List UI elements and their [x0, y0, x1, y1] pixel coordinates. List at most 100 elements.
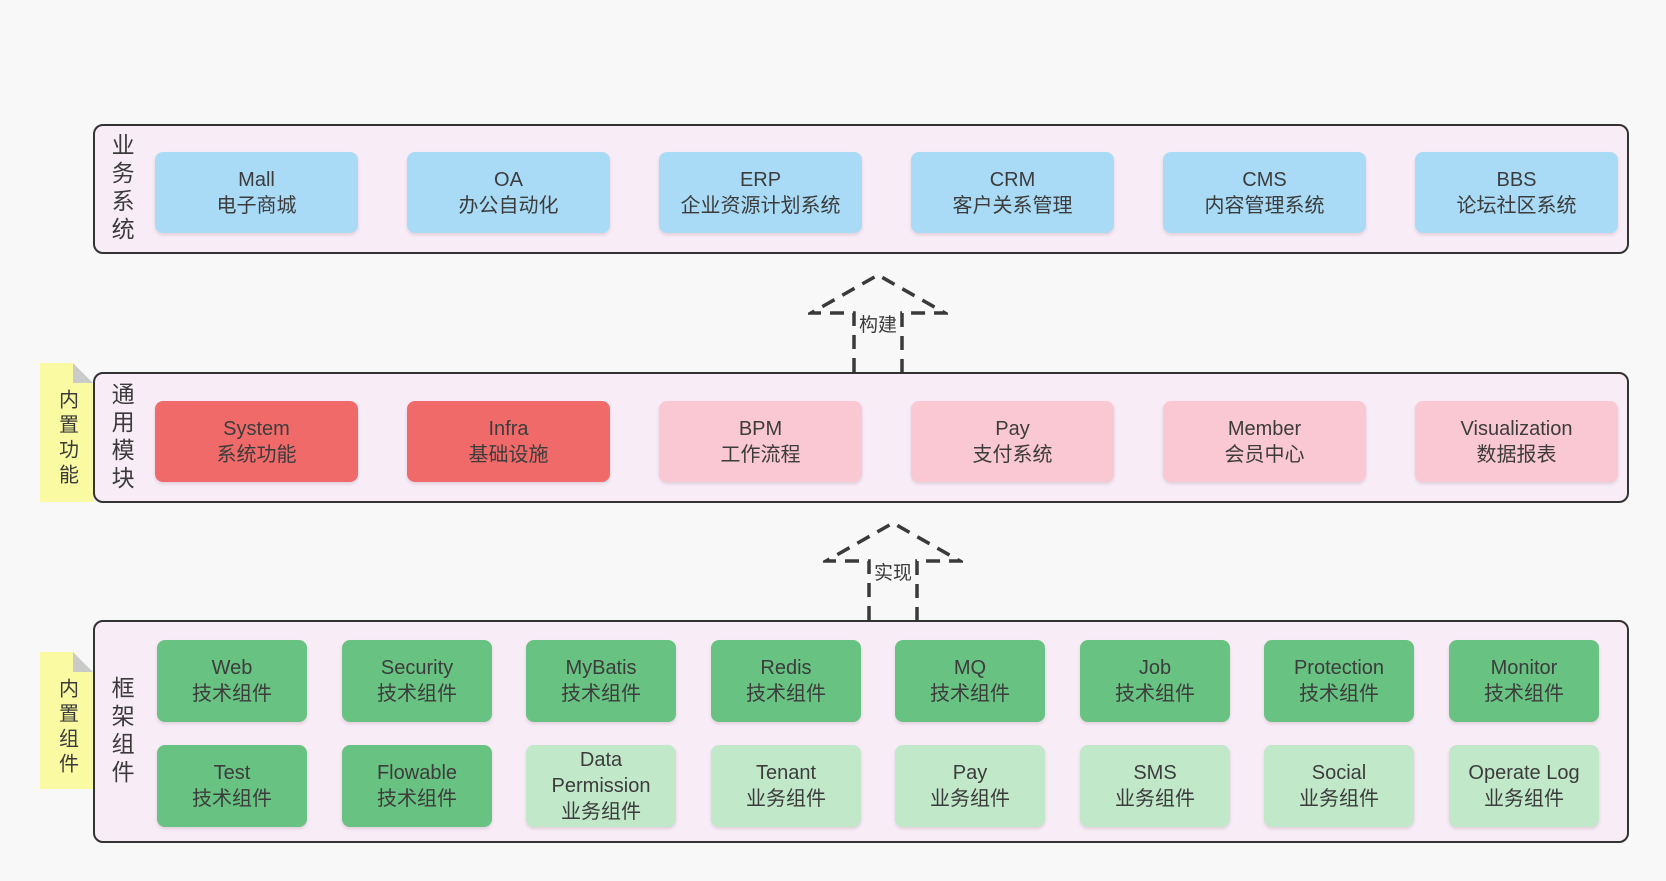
sticky-note-text: 内置功能 [55, 389, 78, 489]
box-title: Mall [238, 168, 275, 191]
box-subtitle: 工作流程 [720, 443, 801, 466]
box-title: Pay [952, 762, 988, 784]
box-title: MyBatis [565, 657, 637, 679]
box-title: Data Permission [551, 749, 651, 797]
box-subtitle: 基础设施 [468, 443, 549, 466]
component-box-sms: SMS 业务组件 [1080, 745, 1230, 827]
component-box-tenant: Tenant 业务组件 [711, 745, 861, 827]
band-label-components: 框架组件 [108, 675, 135, 788]
box-title: Pay [995, 417, 1030, 440]
box-title: BPM [738, 417, 783, 440]
component-box-protection: Protection 技术组件 [1264, 640, 1414, 722]
component-box-mq: MQ 技术组件 [895, 640, 1045, 722]
box-subtitle: 业务组件 [930, 788, 1010, 810]
module-box-infra: Infra 基础设施 [407, 401, 610, 482]
box-title: Test [213, 762, 251, 784]
module-box-erp: ERP 企业资源计划系统 [659, 152, 862, 233]
box-subtitle: 技术组件 [192, 683, 272, 705]
band-common-modules: 通用模块 System 系统功能 Infra 基础设施 BPM 工作流程 Pay… [93, 372, 1629, 503]
box-title: Visualization [1460, 417, 1573, 440]
module-box-oa: OA 办公自动化 [407, 152, 610, 233]
arrow-build: 构建 [808, 272, 948, 372]
box-title: CMS [1242, 168, 1287, 191]
band-label-business: 业务系统 [108, 133, 135, 245]
module-box-system: System 系统功能 [155, 401, 358, 482]
box-subtitle: 办公自动化 [458, 194, 559, 217]
up-arrow-icon [808, 272, 948, 372]
component-box-data-permission: Data Permission 业务组件 [526, 745, 676, 827]
box-title: Flowable [376, 762, 458, 784]
box-subtitle: 技术组件 [746, 683, 826, 705]
module-box-bbs: BBS 论坛社区系统 [1415, 152, 1618, 233]
box-subtitle: 数据报表 [1476, 443, 1557, 466]
box-subtitle: 技术组件 [930, 683, 1010, 705]
component-box-operate-log: Operate Log 业务组件 [1449, 745, 1599, 827]
component-box-test: Test 技术组件 [157, 745, 307, 827]
module-box-mall: Mall 电子商城 [155, 152, 358, 233]
module-box-pay: Pay 支付系统 [911, 401, 1114, 482]
box-title: Monitor [1490, 657, 1558, 679]
box-subtitle: 业务组件 [1115, 788, 1195, 810]
up-arrow-icon [823, 520, 963, 620]
box-subtitle: 业务组件 [1484, 788, 1564, 810]
sticky-note-text: 内置组件 [55, 678, 78, 778]
box-subtitle: 业务组件 [1299, 788, 1379, 810]
component-box-social: Social 业务组件 [1264, 745, 1414, 827]
sticky-note-built-in-features: 内置功能 [40, 363, 93, 502]
band-framework-components: 框架组件 Web 技术组件 Security 技术组件 MyBatis 技术组件… [93, 620, 1629, 843]
module-box-cms: CMS 内容管理系统 [1163, 152, 1366, 233]
box-title: Web [211, 657, 253, 679]
module-box-bpm: BPM 工作流程 [659, 401, 862, 482]
box-title: OA [494, 168, 523, 191]
sticky-note-built-in-components: 内置组件 [40, 652, 93, 789]
box-title: Tenant [755, 762, 817, 784]
box-title: Security [380, 657, 454, 679]
box-subtitle: 系统功能 [216, 443, 297, 466]
box-title: CRM [989, 168, 1036, 191]
box-title: Operate Log [1468, 762, 1580, 784]
box-title: Member [1227, 417, 1302, 440]
box-title: Redis [760, 657, 812, 679]
box-title: Infra [488, 417, 529, 440]
box-subtitle: 技术组件 [1484, 683, 1564, 705]
box-title: SMS [1133, 762, 1177, 784]
component-box-flowable: Flowable 技术组件 [342, 745, 492, 827]
box-subtitle: 技术组件 [561, 683, 641, 705]
box-subtitle: 技术组件 [377, 683, 457, 705]
module-box-member: Member 会员中心 [1163, 401, 1366, 482]
component-box-job: Job 技术组件 [1080, 640, 1230, 722]
box-subtitle: 电子商城 [216, 194, 297, 217]
component-box-monitor: Monitor 技术组件 [1449, 640, 1599, 722]
band-business-systems: 业务系统 Mall 电子商城 OA 办公自动化 ERP 企业资源计划系统 CRM… [93, 124, 1629, 254]
arrow-implement: 实现 [823, 520, 963, 620]
band-label-modules: 通用模块 [108, 381, 135, 494]
box-subtitle: 客户关系管理 [952, 194, 1073, 217]
sticky-fold-icon [73, 363, 93, 383]
component-box-security: Security 技术组件 [342, 640, 492, 722]
box-title: Social [1311, 762, 1367, 784]
box-title: Protection [1293, 657, 1385, 679]
box-subtitle: 技术组件 [1299, 683, 1379, 705]
box-subtitle: 支付系统 [972, 443, 1053, 466]
box-subtitle: 技术组件 [377, 788, 457, 810]
box-subtitle: 业务组件 [561, 801, 641, 823]
component-box-redis: Redis 技术组件 [711, 640, 861, 722]
component-box-mybatis: MyBatis 技术组件 [526, 640, 676, 722]
box-title: ERP [739, 168, 782, 191]
box-title: MQ [953, 657, 987, 679]
sticky-fold-icon [73, 652, 93, 672]
arrow-label-build: 构建 [855, 309, 901, 338]
box-subtitle: 会员中心 [1224, 443, 1305, 466]
box-subtitle: 技术组件 [1115, 683, 1195, 705]
box-title: Job [1138, 657, 1172, 679]
box-subtitle: 业务组件 [746, 788, 826, 810]
module-box-visualization: Visualization 数据报表 [1415, 401, 1618, 482]
component-box-web: Web 技术组件 [157, 640, 307, 722]
component-box-pay: Pay 业务组件 [895, 745, 1045, 827]
module-box-crm: CRM 客户关系管理 [911, 152, 1114, 233]
box-subtitle: 企业资源计划系统 [680, 194, 841, 217]
box-subtitle: 内容管理系统 [1204, 194, 1325, 217]
box-subtitle: 技术组件 [192, 788, 272, 810]
box-title: BBS [1496, 168, 1537, 191]
box-title: System [223, 417, 290, 440]
